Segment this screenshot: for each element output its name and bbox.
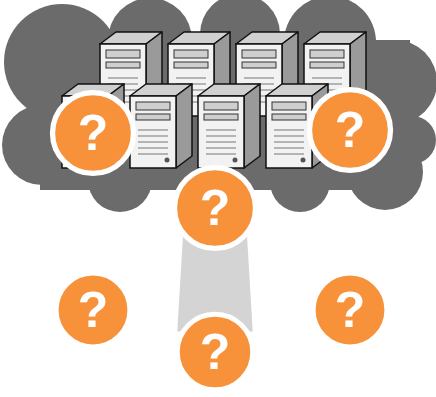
question-circle: ? bbox=[171, 164, 259, 252]
question-mark: ? bbox=[53, 270, 133, 350]
server-tower bbox=[198, 84, 260, 168]
question-mark: ? bbox=[174, 311, 256, 393]
question-circle: ? bbox=[310, 270, 390, 350]
question-circle: ? bbox=[53, 270, 133, 350]
server-tower bbox=[130, 84, 192, 168]
question-mark: ? bbox=[49, 89, 137, 177]
question-circle: ? bbox=[49, 89, 137, 177]
question-circle: ? bbox=[306, 86, 394, 174]
question-mark: ? bbox=[310, 270, 390, 350]
question-circle: ? bbox=[174, 311, 256, 393]
question-mark: ? bbox=[171, 164, 259, 252]
question-mark: ? bbox=[306, 86, 394, 174]
